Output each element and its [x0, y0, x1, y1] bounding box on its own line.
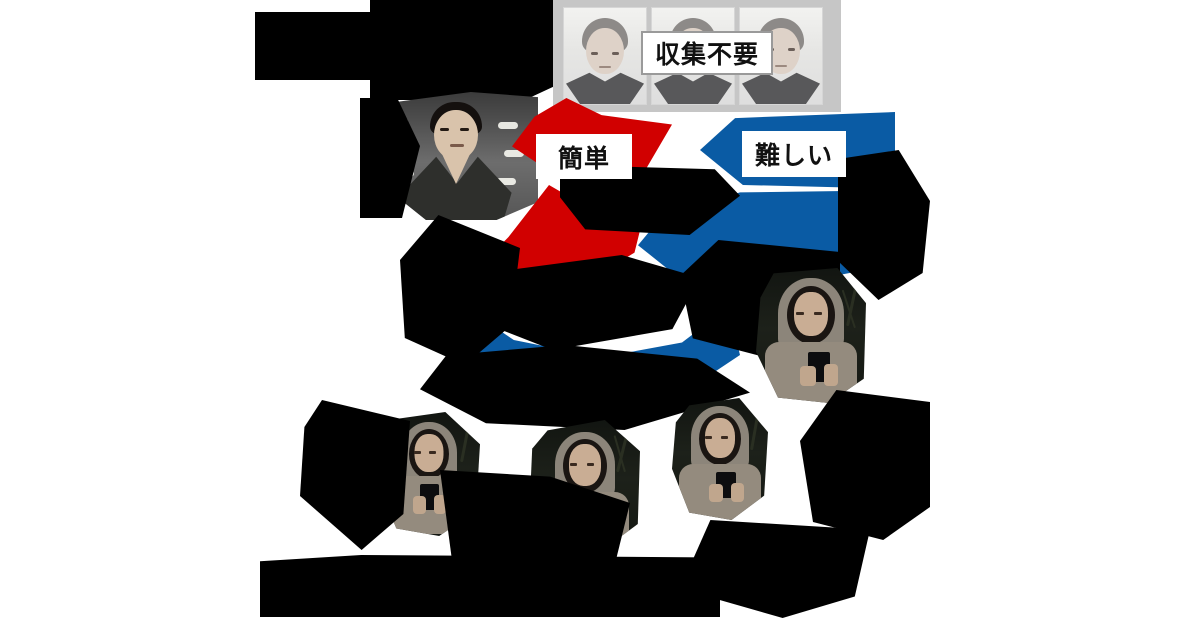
face-thumb-1: [563, 7, 647, 105]
callout-collection-unnecessary[interactable]: 収集不要: [641, 31, 773, 75]
photo-standing-person: [378, 92, 538, 220]
callout-difficult[interactable]: 難しい: [742, 131, 846, 177]
callout-easy-label: 簡単: [557, 143, 610, 173]
redaction-block-top-left: [255, 12, 383, 80]
callout-easy[interactable]: 簡単: [536, 134, 632, 179]
callout-collection-unnecessary-label: 収集不要: [654, 40, 759, 69]
redaction-block-bottom-left: [260, 555, 720, 617]
photo-hooded-person-right: [756, 268, 866, 403]
photo-hooded-person-midright: [672, 398, 768, 520]
callout-difficult-label: 難しい: [754, 141, 833, 170]
redaction-block-left-lower: [300, 400, 410, 550]
redaction-block-top-center: [370, 0, 585, 100]
redaction-block-right-lower: [800, 390, 930, 540]
redaction-block-right-upper: [838, 150, 930, 300]
